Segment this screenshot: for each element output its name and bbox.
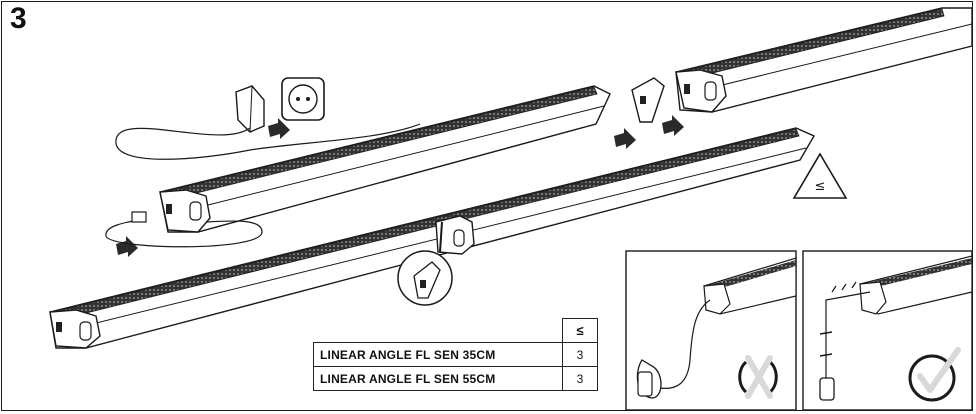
- wrong-cross-icon: [738, 355, 778, 399]
- table-row: LINEAR ANGLE FL SEN 35CM 3: [313, 342, 598, 367]
- light-bar-upper: [675, 7, 973, 113]
- correct-example-panel: [802, 250, 973, 411]
- product-name: LINEAR ANGLE FL SEN 55CM: [313, 366, 563, 391]
- product-name: LINEAR ANGLE FL SEN 35CM: [313, 342, 563, 367]
- light-bar-middle: [105, 85, 611, 248]
- power-adapter-icon: [115, 85, 421, 160]
- wall-socket-icon: [281, 77, 325, 121]
- warning-triangle-icon: ≤: [792, 152, 848, 199]
- product-qty: 3: [562, 342, 598, 367]
- quantity-table: ≤ LINEAR ANGLE FL SEN 35CM 3 LINEAR ANGL…: [313, 318, 598, 391]
- table-header-row: ≤: [314, 318, 598, 343]
- wrong-example-panel: [625, 250, 797, 411]
- push-arrow-icon: [116, 115, 684, 257]
- step-number: 3: [10, 2, 27, 35]
- table-header-symbol: ≤: [562, 318, 598, 343]
- table-row: LINEAR ANGLE FL SEN 55CM 3: [313, 366, 598, 391]
- light-bar-lower: [49, 127, 815, 349]
- magnifier-circle-icon: [397, 250, 453, 306]
- connector-piece: [631, 77, 665, 123]
- product-qty: 3: [562, 366, 598, 391]
- warning-symbol: ≤: [815, 179, 826, 194]
- correct-check-icon: [908, 347, 961, 402]
